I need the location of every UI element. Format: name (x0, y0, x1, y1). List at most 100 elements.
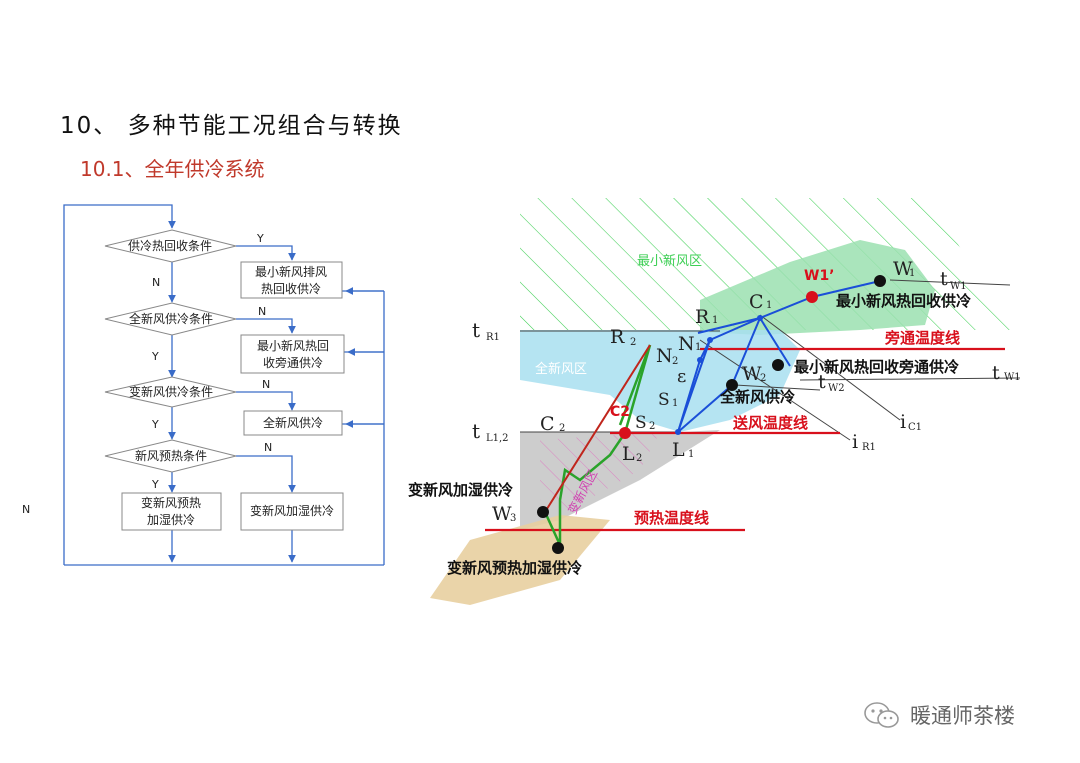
line-tw1 (889, 279, 1011, 286)
decision-variable-fresh-air (104, 376, 237, 408)
svg-text:L: L (672, 439, 685, 461)
process-label-4: 变新风加湿供冷 (250, 503, 334, 518)
label-tR1-sub: R1 (486, 332, 500, 343)
zone-label-min: 最小新风区 (637, 253, 702, 269)
zone-min-fresh-air (700, 240, 935, 335)
line-w2-tw2 (799, 377, 1021, 381)
process-label-5a: 变新风预热 (141, 495, 201, 510)
svg-text:W: W (742, 363, 762, 385)
page-title: 10、 多种节能工况组合与转换 (60, 113, 403, 139)
zone-label-full: 全新风区 (535, 361, 587, 377)
flow-outer-loop (63, 204, 176, 565)
svg-text:t: t (940, 268, 948, 290)
yes-label-3: Y (151, 418, 159, 431)
point-w1 (874, 275, 886, 287)
mode-full-fresh-air: 全新风供冷 (719, 388, 795, 406)
red-path (544, 344, 651, 513)
page-subtitle: 10.1、全年供冷系统 (80, 157, 265, 181)
no-label-1: N (152, 276, 160, 289)
svg-text:C1: C1 (908, 422, 922, 433)
svg-text:L: L (622, 443, 635, 465)
label-w1-prime: W1’ (804, 268, 835, 284)
mode-min-recovery: 最小新风热回收供冷 (836, 292, 971, 310)
svg-text:C: C (540, 413, 555, 435)
yes-label-4: Y (151, 478, 159, 491)
svg-text:N: N (656, 345, 673, 367)
svg-text:1: 1 (672, 398, 678, 409)
svg-text:R1: R1 (862, 442, 876, 453)
mode-variable-preheat: 变新风预热加湿供冷 (447, 559, 582, 577)
watermark: 暖通师茶楼 (862, 700, 1015, 730)
flow-d2-no (236, 318, 296, 334)
process-full-fresh-air (243, 410, 343, 436)
decision-preheat (104, 439, 237, 473)
svg-text:W1: W1 (950, 281, 967, 292)
svg-text:1: 1 (712, 315, 718, 326)
decision-label-heat-recovery: 供冷热回收条件 (128, 239, 212, 253)
process-label-5b: 加湿供冷 (147, 512, 195, 527)
svg-text:2: 2 (636, 453, 642, 464)
svg-text:S: S (658, 390, 670, 410)
svg-text:i: i (852, 431, 858, 453)
line-tw2 (734, 384, 821, 391)
decision-label-variable-fresh-air: 变新风供冷条件 (129, 384, 213, 399)
decision-label-preheat: 新风预热条件 (135, 448, 207, 463)
decision-heat-recovery (104, 229, 237, 263)
svg-text:2: 2 (672, 356, 678, 367)
point-w3 (537, 506, 549, 518)
label-bypass-line: 旁通温度线 (884, 329, 960, 347)
zone-full-fresh-air (520, 330, 800, 432)
mode-min-recovery-bypass: 最小新风热回收旁通供冷 (794, 358, 959, 376)
point-bypass (772, 359, 784, 371)
process-min-recovery-bypass (240, 334, 345, 374)
svg-text:t: t (818, 371, 826, 393)
no-label-2: N (258, 305, 266, 318)
yes-label-2: Y (151, 350, 159, 363)
svg-text:R: R (610, 326, 625, 348)
process-label-2b: 收旁通供冷 (263, 355, 323, 370)
svg-text:i: i (900, 411, 906, 433)
svg-text:R: R (695, 306, 710, 328)
line-ic1 (759, 314, 901, 421)
process-variable-humidify (240, 492, 344, 531)
svg-text:W: W (893, 258, 913, 280)
svg-text:2: 2 (630, 337, 636, 348)
label-preheat-line: 预热温度线 (634, 509, 709, 527)
svg-text:3: 3 (510, 513, 516, 524)
process-label-3: 全新风供冷 (263, 415, 323, 430)
no-label-3: N (262, 378, 270, 391)
svg-text:2: 2 (649, 421, 655, 432)
watermark-text: 暖通师茶楼 (910, 704, 1015, 728)
point-c2 (619, 427, 631, 439)
flowchart-outer-no-label: N (22, 503, 31, 516)
process-min-exhaust-recovery (240, 261, 343, 299)
process-variable-preheat-humidify (121, 492, 222, 531)
mode-variable-humidify: 变新风加湿供冷 (408, 481, 513, 499)
process-label-2a: 最小新风热回 (257, 338, 329, 353)
blue-path-w2 (677, 315, 791, 433)
no-label-4: N (264, 441, 272, 454)
svg-text:1: 1 (909, 268, 915, 279)
decision-full-fresh-air (104, 302, 237, 336)
svg-text:1: 1 (695, 342, 701, 353)
svg-text:W2: W2 (828, 383, 845, 394)
point-w2 (726, 379, 738, 391)
wechat-icon (864, 702, 899, 728)
process-label-1b: 热回收供冷 (261, 282, 321, 296)
zone-variable-hatch (540, 432, 660, 510)
svg-text:W1: W1 (1004, 372, 1021, 383)
decision-label-full-fresh-air: 全新风供冷条件 (129, 311, 213, 326)
svg-text:W: W (492, 503, 512, 525)
svg-text:N: N (678, 333, 695, 355)
zone-preheat (430, 515, 610, 605)
label-c2: C2 (610, 404, 630, 420)
label-tL12-t: t (472, 419, 480, 443)
svg-text:C: C (749, 291, 764, 313)
svg-text:1: 1 (688, 449, 694, 460)
yes-label-1: Y (256, 232, 264, 245)
point-w1-prime (806, 291, 818, 303)
svg-text:2: 2 (760, 373, 766, 384)
point-preheat (552, 542, 564, 554)
